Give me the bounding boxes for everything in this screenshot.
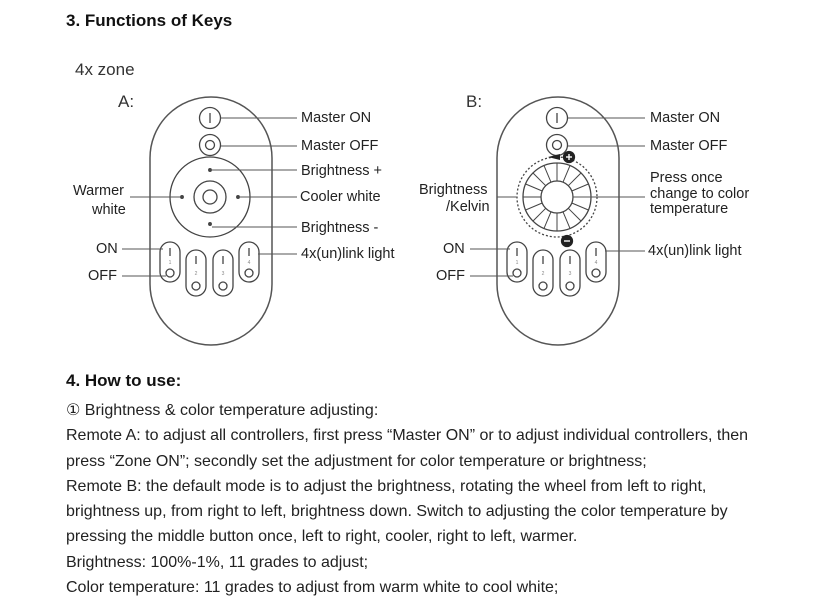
remote-b-plus-icon [548,150,576,164]
remote-a-zone-4-num: 4 [248,260,251,266]
remote-a-link-label: 4x(un)link light [301,246,395,262]
remote-a-warmer-label: Warmer [73,183,125,199]
remote-a-master-off-label: Master OFF [301,138,379,154]
remote-b-link-label: 4x(un)link light [648,243,742,259]
how-to-line: press “Zone ON”; secondly set the adjust… [66,452,647,470]
remote-a-zone-buttons [159,241,260,297]
remote-a-on-label: ON [96,241,118,257]
remote-b-master-on-label: Master ON [650,110,721,126]
how-to-line: pressing the middle button once, left to… [66,528,578,546]
remote-b-zone-4-num: 4 [595,260,598,266]
remote-b-master-off-button [545,133,569,157]
how-to-line: Color temperature: 11 grades to adjust f… [66,579,559,597]
section-3-heading: 3. Functions of Keys [66,11,233,30]
remote-b-master-on-button [545,106,569,130]
how-to-line: brightness up, from right to left, brigh… [66,503,728,521]
zone-label: 4x zone [75,60,135,79]
remote-b-on-label: ON [443,241,465,257]
remote-a-master-on-button [198,106,222,130]
remote-b-zone-buttons [506,241,607,297]
how-to-line: Remote B: the default mode is to adjust … [66,477,707,495]
remote-b-press-line2: change to color [650,186,750,202]
remote-b-minus-icon [560,234,574,248]
remote-a-tag: A: [118,92,135,111]
remote-b-master-off-label: Master OFF [650,138,728,154]
remote-b-body [496,96,620,346]
zone-numerals: 1 2 3 4 1 2 3 4 [169,260,598,277]
remote-a-master-on-label: Master ON [301,110,372,126]
remote-b-leader-lines [470,117,645,277]
remote-a-brightness-plus-label: Brightness + [301,163,383,179]
how-to-line: ① Brightness & color temperature adjusti… [66,402,379,419]
remote-b-zone-3-num: 3 [569,271,572,277]
remote-b-press-line3: temperature [650,201,729,217]
remote-b-zone-2-num: 2 [542,271,545,277]
remote-b-zone-1-num: 1 [516,260,519,266]
remote-a-zone-3-num: 3 [222,271,225,277]
how-to-use-text: ① Brightness & color temperature adjusti… [66,398,796,600]
section-4-heading: 4. How to use: [66,371,182,390]
remote-a-zone-1-num: 1 [169,260,172,266]
remote-b-tag: B: [466,92,483,111]
remote-b-off-label: OFF [436,268,465,284]
remote-a-cooler-white-label: Cooler white [300,189,381,205]
how-to-line: Remote A: to adjust all controllers, fir… [66,427,749,445]
remote-b-press-line1: Press once [650,170,723,186]
remote-a-brightness-minus-label: Brightness - [301,220,379,236]
remotes-diagram: 1 2 3 4 1 2 3 4 [122,96,645,346]
remote-a-master-off-button [198,133,222,157]
remote-a-off-label: OFF [88,268,117,284]
how-to-line: Brightness: 100%-1%, 11 grades to adjust… [66,553,369,571]
remote-a-body [149,96,273,346]
remote-a-leader-lines [122,117,297,277]
remote-b-kelvin-label: /Kelvin [446,199,490,215]
remote-a-white-label: white [92,202,126,218]
remote-b-brightness-label: Brightness [419,182,488,198]
remote-a-zone-2-num: 2 [195,271,198,277]
remote-a-dpad [169,156,251,238]
